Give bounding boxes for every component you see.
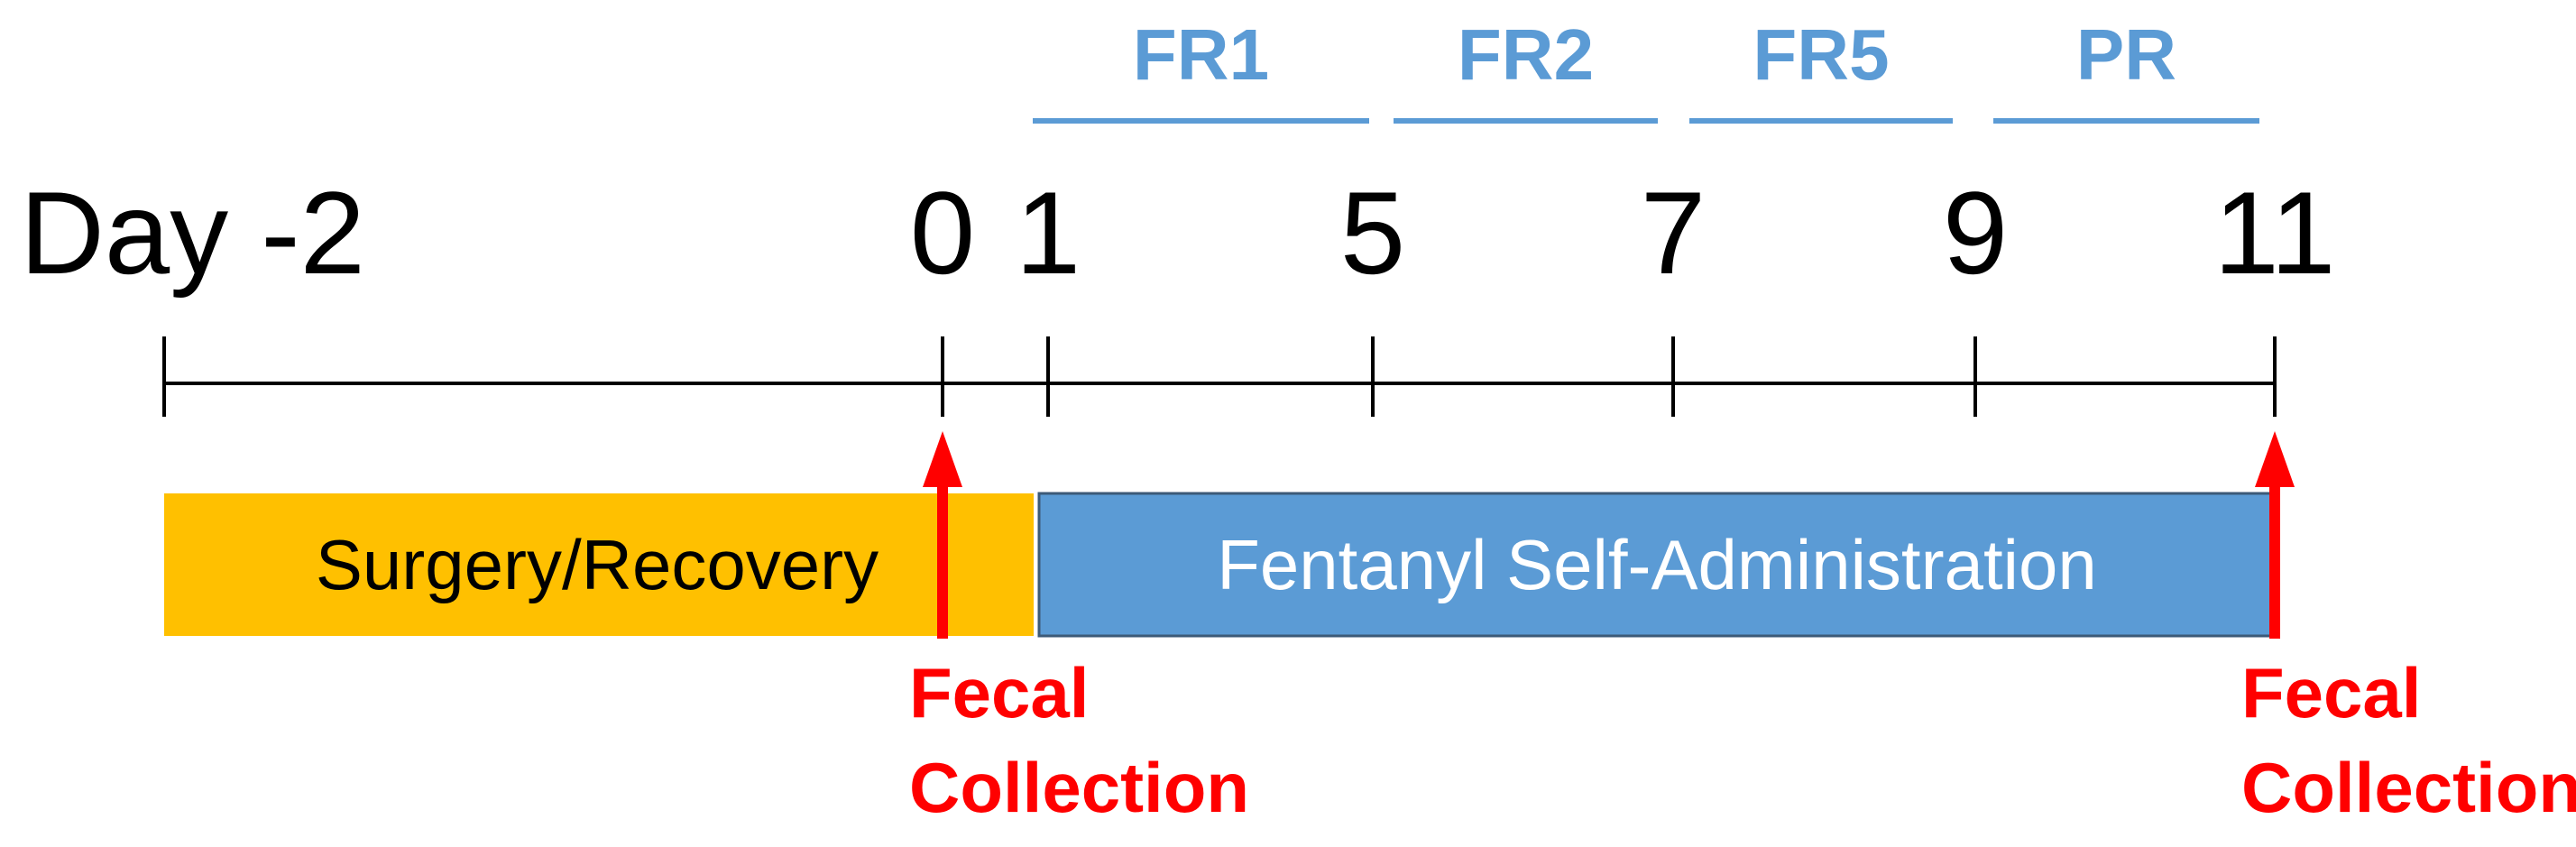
day-label-5: 5 bbox=[1340, 167, 1405, 299]
period-bars: Surgery/Recovery Fentanyl Self-Administra… bbox=[164, 492, 2277, 638]
fecal-arrow-head-icon bbox=[2255, 431, 2295, 487]
surgery-bar bbox=[164, 493, 1034, 636]
surgery-bar-label: Surgery/Recovery bbox=[316, 525, 879, 604]
day-label-1: 1 bbox=[1016, 167, 1081, 299]
day-label-11: 11 bbox=[2214, 167, 2336, 299]
fentanyl-bar-label: Fentanyl Self-Administration bbox=[1217, 525, 2096, 604]
fentanyl-bar bbox=[1037, 492, 2277, 638]
phase-label-fr2: FR2 bbox=[1458, 14, 1594, 95]
day-label-minus-2: Day -2 bbox=[20, 167, 365, 299]
fecal-label-line1: Fecal bbox=[909, 653, 1089, 732]
fecal-label-line1: Fecal bbox=[2241, 653, 2421, 732]
fecal-label-line2: Collection bbox=[909, 748, 1249, 827]
phase-label-fr5: FR5 bbox=[1753, 14, 1889, 95]
fecal-label-line2: Collection bbox=[2241, 748, 2576, 827]
fecal-arrow-head-icon bbox=[923, 431, 962, 487]
day-label-9: 9 bbox=[1943, 167, 2008, 299]
day-label-7: 7 bbox=[1641, 167, 1706, 299]
phase-brackets: FR1 FR2 FR5 PR bbox=[1033, 14, 2259, 124]
day-axis bbox=[162, 336, 2277, 417]
day-label-0: 0 bbox=[910, 167, 975, 299]
phase-label-fr1: FR1 bbox=[1133, 14, 1269, 95]
phase-label-pr: PR bbox=[2076, 14, 2176, 95]
